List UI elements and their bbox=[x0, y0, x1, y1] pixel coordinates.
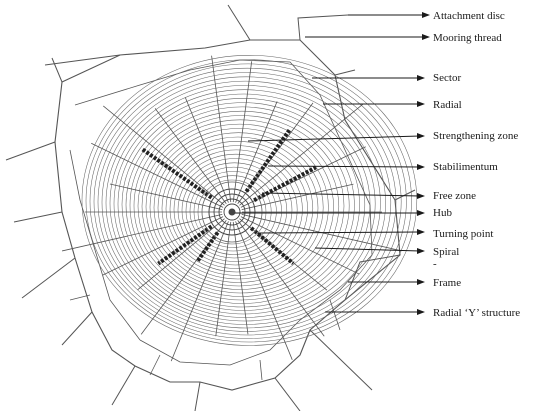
label-mooring-thread: Mooring thread bbox=[433, 32, 502, 44]
radial-thread bbox=[216, 222, 231, 336]
spiral-turn bbox=[94, 68, 401, 335]
radial-thread bbox=[233, 61, 251, 202]
label-spiral: Spiral bbox=[433, 246, 459, 258]
label-stabilimentum: Stabilimentum bbox=[433, 161, 498, 173]
spiral-turn bbox=[166, 146, 308, 272]
label-radial: Radial bbox=[433, 99, 462, 111]
spiral-turn bbox=[118, 94, 370, 314]
label-radial-y-structure: Radial ‘Y’ structure bbox=[433, 307, 520, 319]
spiral-turn bbox=[174, 154, 297, 265]
label-sector: Sector bbox=[433, 72, 461, 84]
label-frame: Frame bbox=[433, 277, 461, 289]
spiral-turn bbox=[102, 77, 391, 328]
label-turning-point: Turning point bbox=[433, 228, 493, 240]
spiral-turn bbox=[82, 55, 417, 345]
label-spiral-dash: - bbox=[433, 258, 437, 270]
spiral-turn bbox=[150, 128, 328, 286]
stabilimentum-band bbox=[254, 167, 316, 200]
spiral-turn bbox=[106, 81, 386, 324]
capture-spiral bbox=[82, 55, 417, 345]
label-attachment-disc: Attachment disc bbox=[433, 10, 505, 22]
spiral-turn bbox=[90, 64, 406, 339]
radial-threads bbox=[62, 56, 402, 361]
label-hub: Hub bbox=[433, 207, 452, 219]
label-strengthening-zone: Strengthening zone bbox=[433, 130, 518, 142]
spiral-turn bbox=[114, 90, 375, 318]
radial-thread bbox=[236, 221, 293, 359]
label-free-zone: Free zone bbox=[433, 190, 476, 202]
